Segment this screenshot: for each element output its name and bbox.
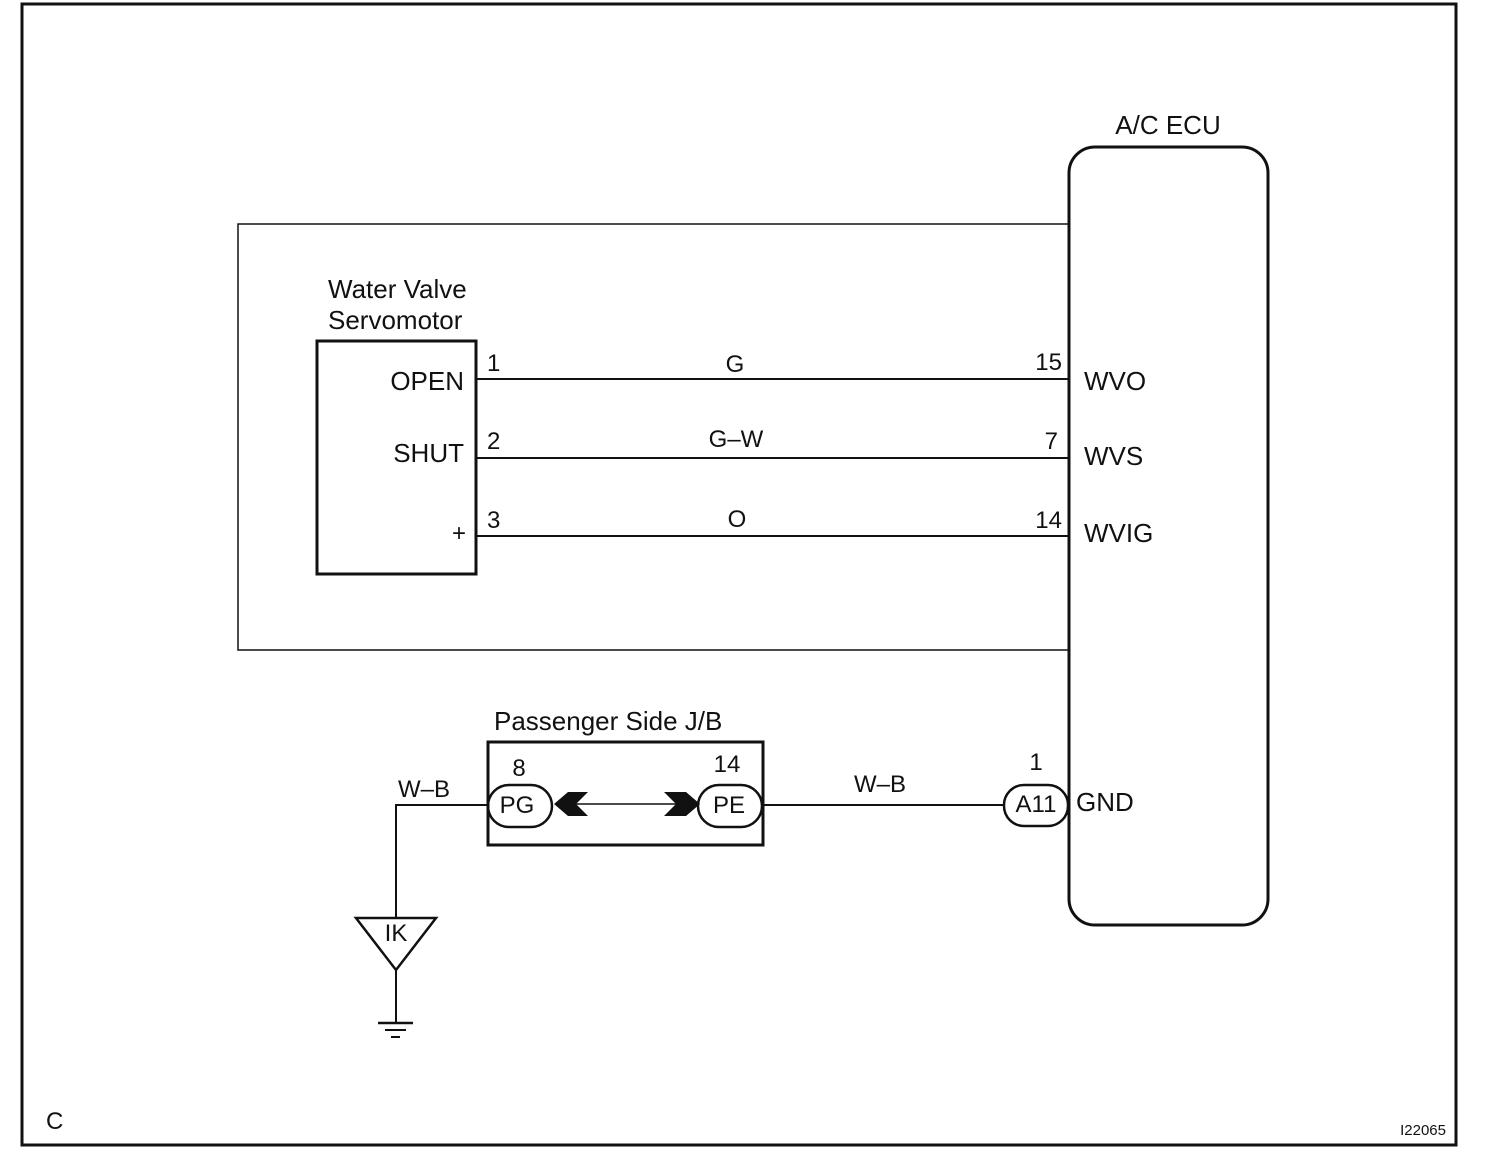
- wire-color-plus: O: [728, 506, 747, 533]
- jb-right-pin-num: 14: [714, 751, 741, 778]
- shield-outline: [237, 223, 1070, 651]
- connector-a11-outline: [1002, 783, 1070, 828]
- servomotor-terminal-shut: SHUT: [393, 438, 464, 468]
- jb-left-arrow: [554, 792, 588, 816]
- outer-frame: [20, 2, 1458, 1147]
- figure-id: I22065: [1400, 1122, 1446, 1139]
- junction-box-title: Passenger Side J/B: [494, 706, 722, 736]
- servomotor-pin-num-open: 1: [487, 350, 500, 377]
- ecu-pin-name-wvs: WVS: [1084, 441, 1143, 471]
- wire-color-jb-to-ecu: W–B: [854, 771, 906, 798]
- servomotor-title-line2: Servomotor: [328, 305, 463, 335]
- jb-left-pin-num: 8: [512, 755, 525, 782]
- connector-pe-outline: [696, 783, 764, 829]
- connector-pe-label: PE: [713, 792, 745, 819]
- jb-right-arrow: [664, 792, 700, 816]
- ecu-pin-name-wvo: WVO: [1084, 366, 1146, 396]
- servomotor-terminal-plus: +: [452, 520, 466, 547]
- junction-box: [486, 740, 765, 847]
- ground-point-label: IK: [385, 920, 408, 947]
- servomotor-terminal-open: OPEN: [390, 366, 464, 396]
- corner-letter: C: [46, 1108, 63, 1135]
- wire-color-shut: G–W: [709, 426, 764, 453]
- ground-point-triangle: [353, 916, 439, 973]
- ecu-pin-num-gnd: 1: [1029, 749, 1042, 776]
- ecu-pin-num-wvs: 7: [1045, 428, 1058, 455]
- connector-a11-label: A11: [1016, 791, 1057, 818]
- ecu-pin-name-wvig: WVIG: [1084, 518, 1153, 548]
- servomotor-title-line1: Water Valve: [328, 274, 467, 304]
- servomotor-pin-num-shut: 2: [487, 428, 500, 455]
- ecu-pin-name-gnd: GND: [1076, 787, 1134, 817]
- ecu-pin-num-wvig: 14: [1035, 507, 1062, 534]
- ground-icon: [378, 1021, 413, 1038]
- wire-color-jb-to-ground: W–B: [398, 776, 450, 803]
- wire-jb-to-ground: [395, 804, 488, 918]
- servomotor-pin-num-plus: 3: [487, 507, 500, 534]
- wire-color-open: G: [726, 351, 745, 378]
- ecu-title: A/C ECU: [1115, 110, 1220, 140]
- connector-pg-label: PG: [500, 792, 535, 819]
- ecu-pin-num-wvo: 15: [1035, 349, 1062, 376]
